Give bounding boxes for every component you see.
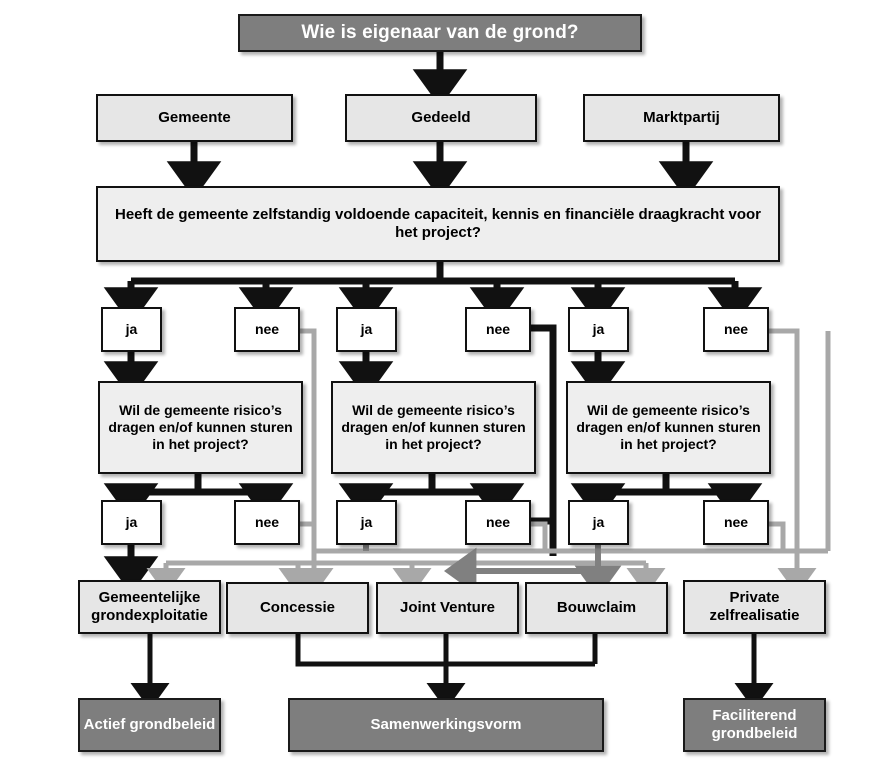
title-node-label: Wie is eigenaar van de grond? xyxy=(301,22,579,44)
answer-label: ja xyxy=(125,513,138,530)
answer-label: ja xyxy=(360,320,373,337)
answer-label: nee xyxy=(485,513,511,530)
owner-option-gemeente[interactable]: Gemeente xyxy=(96,94,293,142)
outcome-concessie[interactable]: Concessie xyxy=(226,582,369,634)
answer-label: ja xyxy=(592,513,605,530)
answer-row2-nee-3[interactable]: nee xyxy=(703,500,769,545)
outcome-joint-venture[interactable]: Joint Venture xyxy=(376,582,519,634)
answer-row2-ja-1[interactable]: ja xyxy=(101,500,162,545)
owner-option-gedeeld[interactable]: Gedeeld xyxy=(345,94,537,142)
outcome-bouwclaim[interactable]: Bouwclaim xyxy=(525,582,668,634)
outcome-label: Bouwclaim xyxy=(556,598,637,616)
title-node-owner-question[interactable]: Wie is eigenaar van de grond? xyxy=(238,14,642,52)
outcome-label: Concessie xyxy=(259,598,336,616)
owner-option-label: Gedeeld xyxy=(411,108,471,126)
answer-label: nee xyxy=(723,320,749,337)
answer-row1-nee-3[interactable]: nee xyxy=(703,307,769,352)
answer-label: nee xyxy=(254,320,280,337)
owner-option-marktpartij[interactable]: Marktpartij xyxy=(583,94,780,142)
risk-question-node-2[interactable]: Wil de gemeente risico’s dragen en/of ku… xyxy=(331,381,536,474)
capacity-question-label: Heeft de gemeente zelfstandig voldoende … xyxy=(114,205,762,241)
answer-row2-nee-2[interactable]: nee xyxy=(465,500,531,545)
owner-option-label: Marktpartij xyxy=(643,108,720,126)
answer-label: nee xyxy=(723,513,749,530)
policy-actief-grondbeleid[interactable]: Actief grondbeleid xyxy=(78,698,221,752)
policy-label: Faciliterend grondbeleid xyxy=(711,706,798,742)
answer-row1-nee-1[interactable]: nee xyxy=(234,307,300,352)
answer-row1-ja-1[interactable]: ja xyxy=(101,307,162,352)
answer-label: ja xyxy=(360,513,373,530)
answer-row2-ja-2[interactable]: ja xyxy=(336,500,397,545)
outcome-private-zelfrealisatie[interactable]: Private zelfrealisatie xyxy=(683,580,826,634)
outcome-gemeentelijke-grondexploitatie[interactable]: Gemeentelijke grondexploitatie xyxy=(78,580,221,634)
capacity-question-node[interactable]: Heeft de gemeente zelfstandig voldoende … xyxy=(96,186,780,262)
risk-question-label: Wil de gemeente risico’s dragen en/of ku… xyxy=(576,401,761,453)
answer-row1-nee-2[interactable]: nee xyxy=(465,307,531,352)
policy-label: Actief grondbeleid xyxy=(83,715,216,733)
risk-question-node-3[interactable]: Wil de gemeente risico’s dragen en/of ku… xyxy=(566,381,771,474)
answer-row2-ja-3[interactable]: ja xyxy=(568,500,629,545)
answer-label: nee xyxy=(254,513,280,530)
mid-gray-wires xyxy=(363,544,622,598)
answer-row1-ja-2[interactable]: ja xyxy=(336,307,397,352)
answer-row2-nee-1[interactable]: nee xyxy=(234,500,300,545)
policy-label: Samenwerkingsvorm xyxy=(370,715,522,733)
policy-samenwerkingsvorm[interactable]: Samenwerkingsvorm xyxy=(288,698,604,752)
outcome-label: Joint Venture xyxy=(399,598,496,616)
outcome-label: Private zelfrealisatie xyxy=(709,588,800,624)
answer-label: ja xyxy=(592,320,605,337)
answer-label: nee xyxy=(485,320,511,337)
outcome-to-policy-wires xyxy=(130,634,774,710)
risk-question-label: Wil de gemeente risico’s dragen en/of ku… xyxy=(341,401,526,453)
answer-label: ja xyxy=(125,320,138,337)
outcome-label: Gemeentelijke grondexploitatie xyxy=(91,588,208,624)
risk-question-node-1[interactable]: Wil de gemeente risico’s dragen en/of ku… xyxy=(98,381,303,474)
answer-row1-ja-3[interactable]: ja xyxy=(568,307,629,352)
risk-question-label: Wil de gemeente risico’s dragen en/of ku… xyxy=(108,401,293,453)
policy-faciliterend-grondbeleid[interactable]: Faciliterend grondbeleid xyxy=(683,698,826,752)
owner-option-label: Gemeente xyxy=(158,108,231,126)
